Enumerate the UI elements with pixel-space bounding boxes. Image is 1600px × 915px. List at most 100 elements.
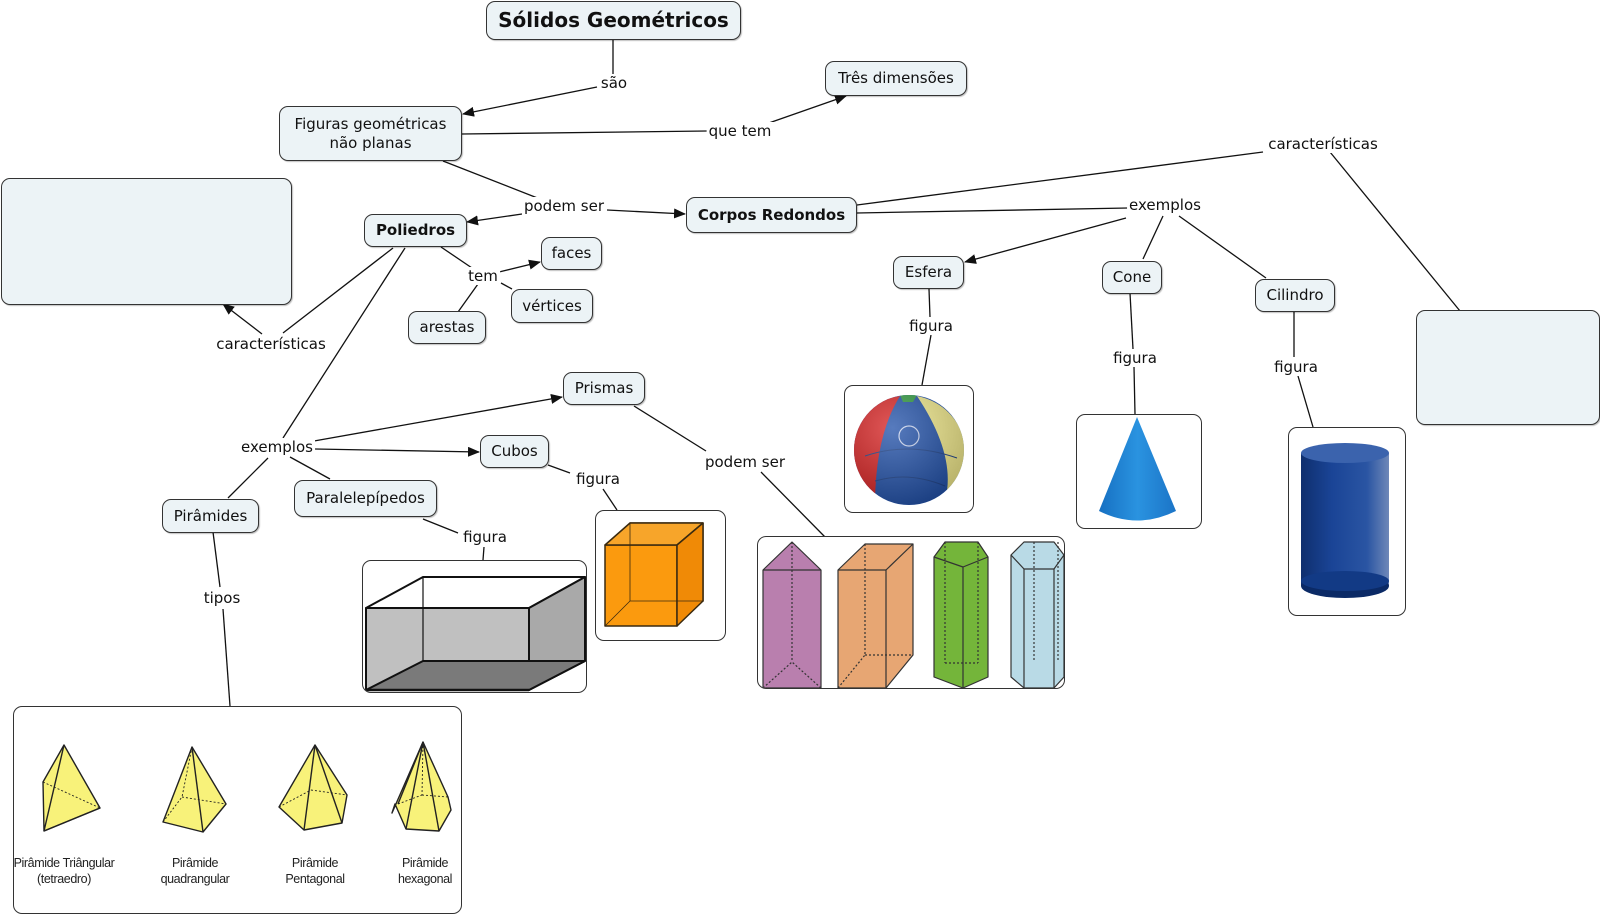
link-figuras-quetem [461,130,708,135]
link-exemplos-prismas [313,393,563,442]
poliedros-caracteristicas-box[interactable] [1,178,292,305]
vertices-text: vértices [522,296,582,315]
figuras-node[interactable]: Figuras geométricas não planas [279,106,462,161]
link-label-caracteristicas-poliedros: características [214,335,328,353]
paralelepipedo-image[interactable] [362,560,587,693]
pyramid-caption-1: Pirâmide Triângular (tetraedro) [13,856,115,886]
piramides-text: Pirâmides [173,506,248,525]
link-podemser-prismsimg [760,471,826,538]
link-exemplos-paralelepipedos [289,456,331,480]
link-tem-arestas [457,283,479,313]
cone-drawing [1099,417,1176,521]
rectangular-prism-icon [837,543,914,688]
vertices-node[interactable]: vértices [511,289,593,323]
link-label-exemplos-poliedros: exemplos [239,438,315,456]
title-text: Sólidos Geométricos [498,8,729,32]
link-label-figura-paralelepipedos: figura [461,528,509,546]
link-poliedros-caract [282,247,394,334]
link-poliedros-tem [440,246,473,269]
esfera-drawing [854,395,964,505]
link-corpos-exemplos [856,207,1129,214]
arestas-node[interactable]: arestas [408,311,486,344]
pyramid-caption-2: Pirâmide quadrangular [160,856,230,886]
link-label-podem-ser: podem ser [521,197,607,215]
link-esfera-figura [928,288,931,318]
link-figura-cubeimg [602,488,618,511]
link-caract-rightbox [1329,151,1461,312]
link-exemplos-cilindro [1178,215,1267,279]
link-label-podem-ser-prismas: podem ser [702,453,788,471]
link-figura-paraimg [482,546,485,561]
link-piramides-tipos [212,531,221,588]
prismas-drawing [762,541,1064,688]
prismas-node[interactable]: Prismas [563,372,645,405]
link-corpos-caract [856,151,1264,206]
esfera-text: Esfera [904,263,953,281]
cubo-image[interactable] [595,510,726,641]
pentagonal-pyramid-icon [278,744,348,831]
link-label-caracteristicas-corpos: características [1266,135,1380,153]
link-cubos-figura [547,464,571,474]
cubos-text: Cubos [491,442,538,460]
link-podemser-corpos [606,208,686,219]
triangular-pyramid-icon [42,744,101,832]
poliedros-text: Poliedros [375,221,456,239]
pyramid-caption-3: Pirâmide Pentagonal [285,856,345,886]
paralelepipedo-drawing [365,576,586,692]
cilindro-drawing [1301,443,1389,598]
faces-node[interactable]: faces [541,237,602,270]
quadrangular-pyramid-icon [162,746,227,833]
link-exemplos-esfera [964,217,1127,264]
link-exemplos-cubos [314,446,480,457]
link-figuras-podemser [442,160,541,200]
link-exemplos-piramides [227,457,269,499]
faces-text: faces [551,244,592,262]
link-para-figura [422,518,459,534]
link-label-tipos: tipos [201,589,243,607]
figuras-line1: Figuras geométricas [294,114,447,133]
arestas-text: arestas [419,318,475,336]
cone-image[interactable] [1076,414,1202,529]
link-prismas-podemser [633,405,707,452]
link-label-sao: são [598,74,630,92]
link-figura-cilindroimg [1297,375,1314,428]
pyramids-drawing [42,741,452,833]
tres-dimensoes-node[interactable]: Três dimensões [825,61,967,96]
link-label-figura-cilindro: figura [1272,358,1320,376]
link-caract-box [222,303,263,335]
prismas-image[interactable] [757,536,1065,689]
esfera-node[interactable]: Esfera [893,256,964,289]
cubo-drawing [604,522,704,627]
paralelepipedos-text: Paralelepípedos [306,489,425,507]
piramides-node[interactable]: Pirâmides [162,499,259,533]
cilindro-image[interactable] [1288,427,1406,616]
cubos-node[interactable]: Cubos [480,435,549,468]
pyramids-image[interactable]: Pirâmide Triângular (tetraedro) Pirâmide… [13,706,462,914]
triangular-prism-icon [762,541,822,688]
figuras-line2: não planas [329,133,412,152]
link-label-exemplos-corpos: exemplos [1127,196,1203,214]
corpos-redondos-node[interactable]: Corpos Redondos [686,197,857,233]
link-quetem-tres [765,94,847,125]
prismas-text: Prismas [574,379,634,397]
tres-dimensoes-text: Três dimensões [838,69,954,87]
cilindro-node[interactable]: Cilindro [1255,279,1335,312]
corpos-redondos-text: Corpos Redondos [697,205,846,224]
cilindro-text: Cilindro [1266,286,1324,304]
hexagonal-pyramid-icon [391,741,452,832]
title-node[interactable]: Sólidos Geométricos [486,1,741,40]
poliedros-node[interactable]: Poliedros [364,214,467,247]
link-label-figura-cone: figura [1111,349,1159,367]
pyramid-caption-4: Pirâmide hexagonal [397,856,453,886]
cone-node[interactable]: Cone [1102,261,1162,294]
link-sao-figuras [462,86,598,117]
link-cone-figura [1129,292,1134,350]
esfera-image[interactable] [844,385,974,513]
link-tem-vertices [500,282,513,290]
paralelepipedos-node[interactable]: Paralelepípedos [294,480,437,517]
link-label-figura-cubos: figura [574,470,622,488]
corpos-caracteristicas-box[interactable] [1416,310,1600,425]
link-figura-esferaimg [921,334,932,386]
link-exemplos-cone [1142,215,1164,260]
